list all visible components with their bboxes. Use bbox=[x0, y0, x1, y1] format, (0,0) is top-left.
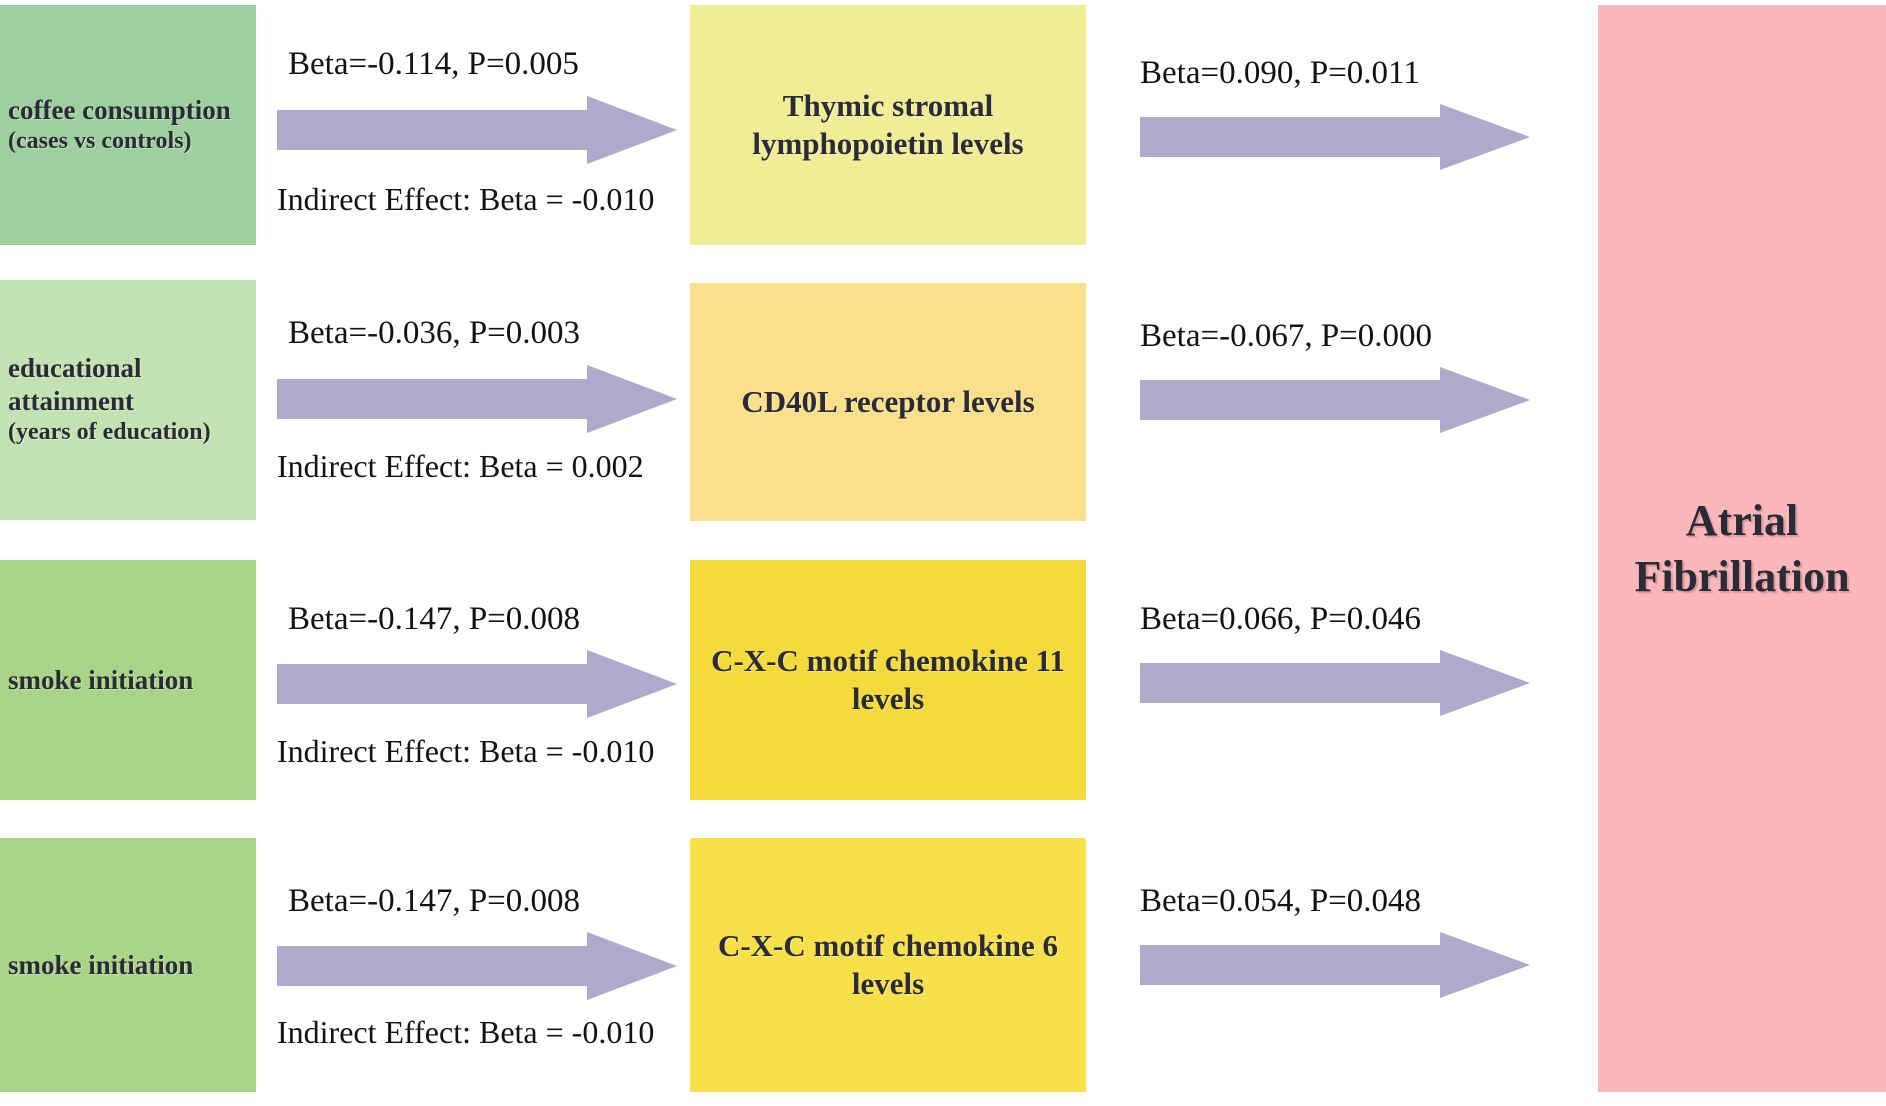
mediator-label-row-1: Thymic stromal lymphopoietin levels bbox=[752, 88, 1024, 161]
arrow-shape-row-4-b bbox=[1140, 932, 1530, 998]
exposure-box-row-4: smoke initiation bbox=[0, 838, 256, 1092]
indirect-effect-stat-row-3: Indirect Effect: Beta = -0.010 bbox=[277, 733, 655, 769]
exposure-main-label-row-4: smoke initiation bbox=[8, 949, 194, 980]
arrow-exposure-to-mediator-row-3 bbox=[277, 650, 677, 718]
arrow-shape-row-2-a bbox=[277, 365, 677, 433]
exposure-box-row-2: educational attainment (years of educati… bbox=[0, 280, 256, 520]
path-b-stat-row-4: Beta=0.054, P=0.048 bbox=[1140, 883, 1422, 919]
arrow-shape-row-2-b bbox=[1140, 367, 1530, 433]
arrow-exposure-to-mediator-row-4 bbox=[277, 932, 677, 1000]
outcome-box-atrial-fibrillation: Atrial Fibrillation bbox=[1598, 5, 1886, 1092]
arrow-exposure-to-mediator-row-2 bbox=[277, 365, 677, 433]
indirect-effect-stat-row-4: Indirect Effect: Beta = -0.010 bbox=[277, 1014, 655, 1050]
exposure-label-row-1: coffee consumption (cases vs controls) bbox=[8, 94, 246, 156]
exposure-label-row-3: smoke initiation bbox=[8, 664, 246, 697]
arrow-shape-row-3-a bbox=[277, 650, 677, 718]
arrow-shape-row-4-a bbox=[277, 932, 677, 1000]
exposure-sub-label-row-1: (cases vs controls) bbox=[8, 127, 192, 154]
exposure-box-row-3: smoke initiation bbox=[0, 560, 256, 800]
path-a-stat-row-4: Beta=-0.147, P=0.008 bbox=[288, 883, 581, 919]
indirect-effect-stat-row-1: Indirect Effect: Beta = -0.010 bbox=[277, 181, 655, 217]
mediator-label-row-3: C-X-C motif chemokine 11 levels bbox=[711, 643, 1065, 716]
path-b-stat-row-3: Beta=0.066, P=0.046 bbox=[1140, 601, 1422, 637]
indirect-effect-stat-row-2: Indirect Effect: Beta = 0.002 bbox=[277, 448, 644, 484]
arrow-shape-row-1-a bbox=[277, 96, 677, 164]
arrow-shape-row-3-b bbox=[1140, 650, 1530, 716]
exposure-box-row-1: coffee consumption (cases vs controls) bbox=[0, 5, 256, 245]
exposure-main-label-row-2: educational attainment bbox=[8, 353, 142, 417]
arrow-mediator-to-outcome-row-4 bbox=[1140, 932, 1530, 998]
mediator-box-row-1: Thymic stromal lymphopoietin levels bbox=[690, 5, 1086, 245]
path-b-stat-row-1: Beta=0.090, P=0.011 bbox=[1140, 55, 1420, 91]
mediator-box-row-2: CD40L receptor levels bbox=[690, 283, 1086, 521]
exposure-main-label-row-3: smoke initiation bbox=[8, 664, 194, 695]
outcome-label: Atrial Fibrillation bbox=[1634, 496, 1850, 601]
mediator-box-row-4: C-X-C motif chemokine 6 levels bbox=[690, 838, 1086, 1092]
path-b-stat-row-2: Beta=-0.067, P=0.000 bbox=[1140, 318, 1433, 354]
mediator-label-row-2: CD40L receptor levels bbox=[741, 384, 1035, 420]
arrow-mediator-to-outcome-row-3 bbox=[1140, 650, 1530, 716]
path-a-stat-row-1: Beta=-0.114, P=0.005 bbox=[288, 46, 579, 82]
exposure-label-row-2: educational attainment (years of educati… bbox=[8, 352, 246, 447]
exposure-label-row-4: smoke initiation bbox=[8, 949, 246, 982]
mediator-label-row-4: C-X-C motif chemokine 6 levels bbox=[717, 928, 1059, 1001]
exposure-main-label-row-1: coffee consumption bbox=[8, 94, 231, 125]
arrow-mediator-to-outcome-row-2 bbox=[1140, 367, 1530, 433]
path-a-stat-row-2: Beta=-0.036, P=0.003 bbox=[288, 315, 581, 351]
exposure-sub-label-row-2: (years of education) bbox=[8, 419, 211, 446]
path-a-stat-row-3: Beta=-0.147, P=0.008 bbox=[288, 601, 581, 637]
arrow-shape-row-1-b bbox=[1140, 104, 1530, 170]
mediator-box-row-3: C-X-C motif chemokine 11 levels bbox=[690, 560, 1086, 800]
arrow-exposure-to-mediator-row-1 bbox=[277, 96, 677, 164]
arrow-mediator-to-outcome-row-1 bbox=[1140, 104, 1530, 170]
